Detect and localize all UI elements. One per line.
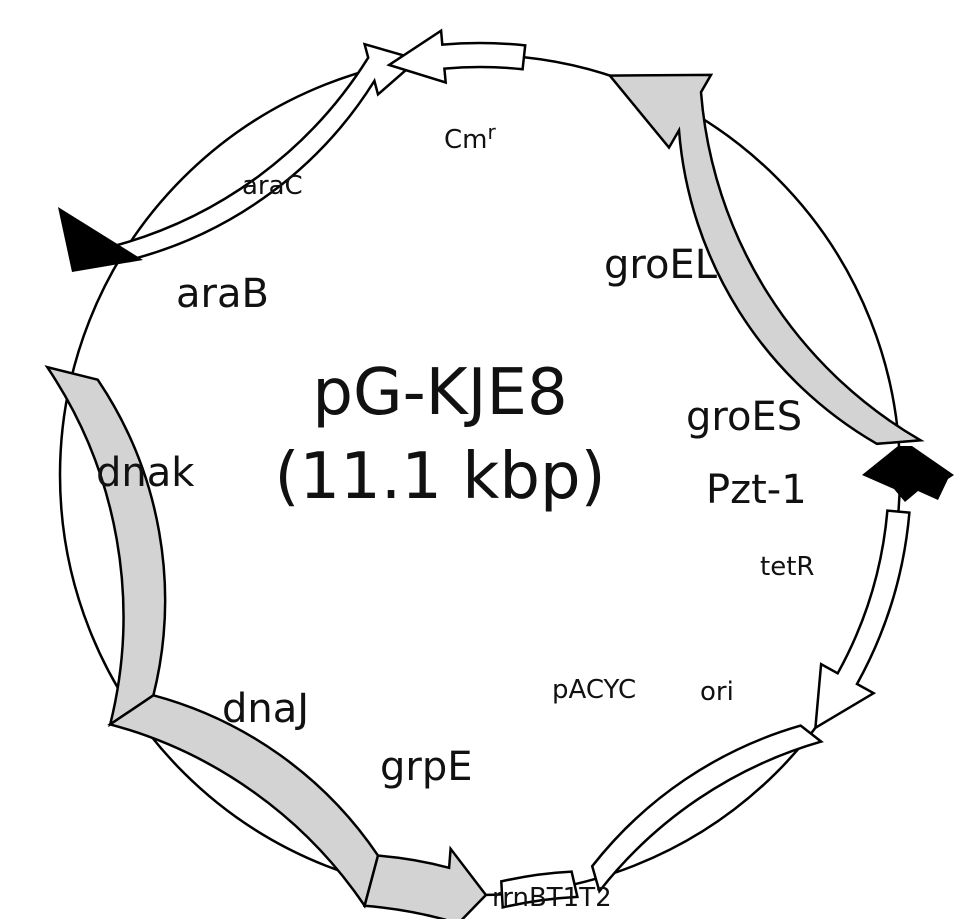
- ori-label: ori: [700, 677, 734, 707]
- cmr-label: Cmr: [444, 120, 496, 155]
- tetr-label: tetR: [760, 552, 814, 582]
- plasmid-size: (11.1 kbp): [274, 440, 605, 514]
- cmr-gene-arrow: [386, 28, 527, 85]
- plasmid-name: pG-KJE8: [312, 356, 567, 430]
- cmr-label-superscript: r: [487, 120, 496, 144]
- pzt1-promoter-arrow: [862, 446, 954, 502]
- arab-promoter-arrow: [58, 207, 143, 272]
- cmr-label-base: Cm: [444, 125, 487, 155]
- arab-label: araB: [176, 271, 269, 317]
- groel-gene-arrow: [607, 73, 925, 446]
- pzt1-label: Pzt-1: [706, 467, 807, 513]
- pacyc-label: pACYC: [552, 675, 636, 705]
- tetr-gene-arrow: [813, 509, 911, 731]
- rrnbt1t2-terminator-box: [499, 870, 579, 909]
- pacyc-ori-block: [590, 724, 824, 894]
- groel-label: groEL: [604, 242, 718, 288]
- grpe-label: grpE: [380, 744, 473, 790]
- dnak-label: dnak: [96, 450, 195, 496]
- arac-gene-arrow: [110, 42, 421, 261]
- arac-label: araC: [242, 171, 303, 201]
- rrnbt1t2-label: rrnBT1T2: [492, 883, 612, 913]
- grpe-gene-arrow: [363, 845, 488, 919]
- groes-label: groES: [686, 394, 802, 440]
- dnaj-label: dnaJ: [222, 686, 309, 732]
